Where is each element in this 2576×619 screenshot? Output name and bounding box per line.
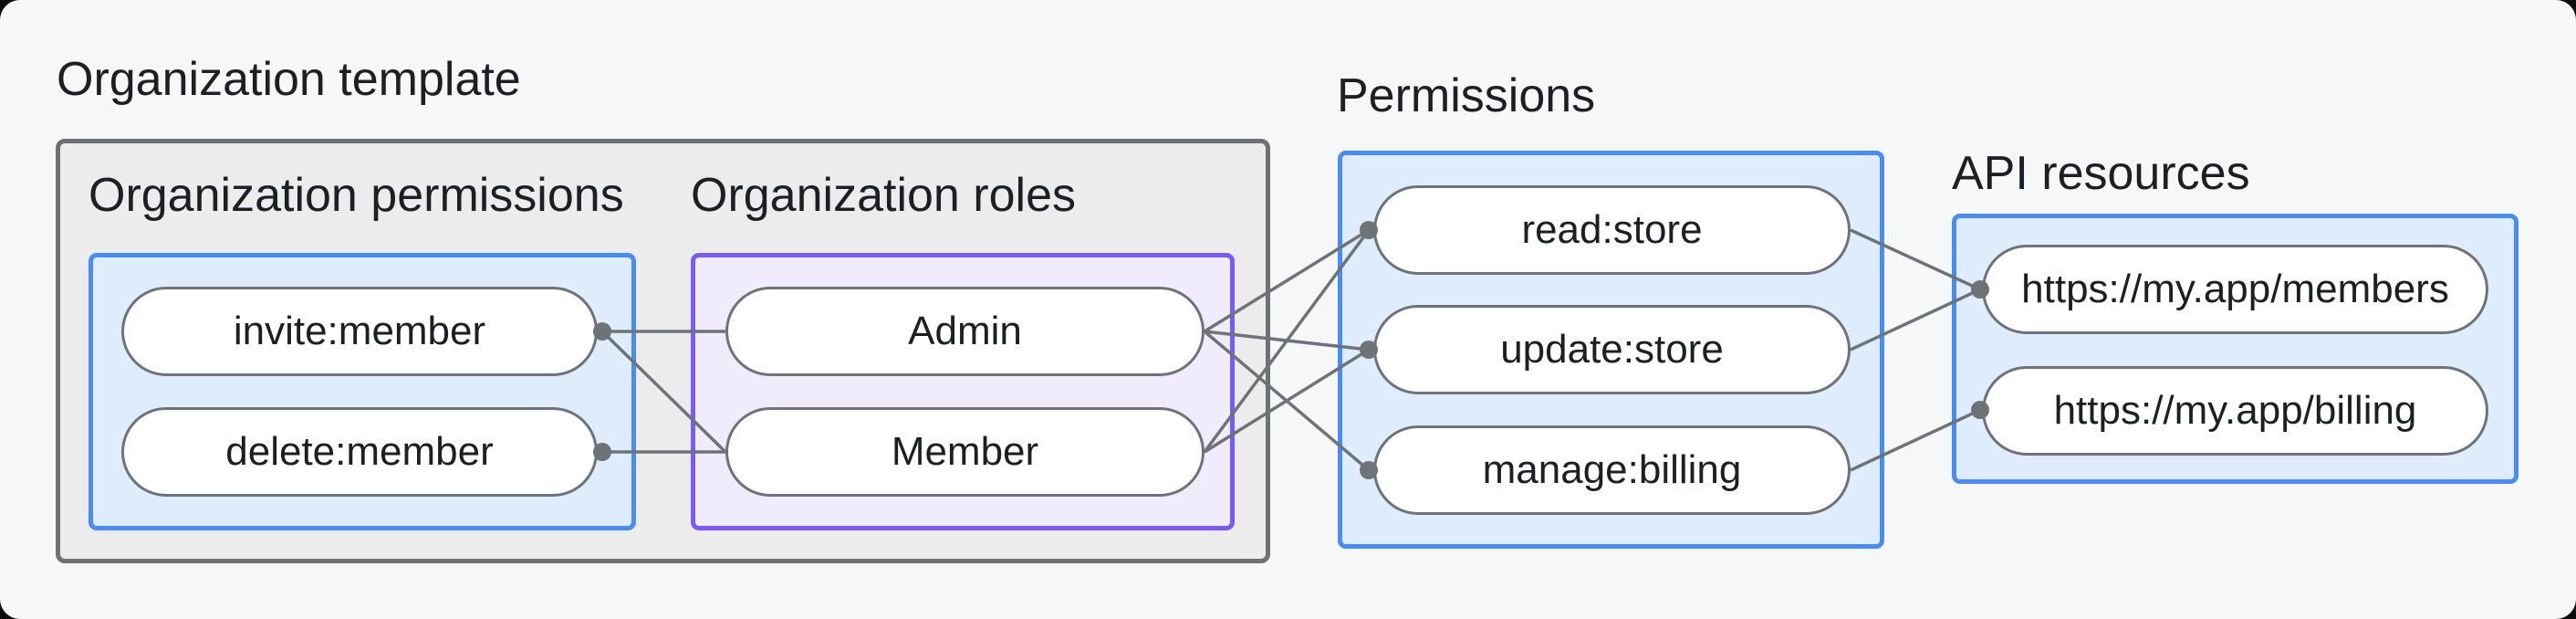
organization-permissions-label: Organization permissions xyxy=(89,169,624,222)
node-member: Member xyxy=(725,407,1205,497)
node-api-billing: https://my.app/billing xyxy=(1982,366,2488,456)
organization-roles-label: Organization roles xyxy=(691,169,1076,222)
node-manage-billing: manage:billing xyxy=(1373,425,1851,515)
node-invite-member: invite:member xyxy=(121,287,598,376)
node-admin: Admin xyxy=(725,287,1205,376)
node-api-members: https://my.app/members xyxy=(1982,245,2488,334)
node-update-store: update:store xyxy=(1373,305,1851,394)
node-delete-member: delete:member xyxy=(121,407,598,497)
api-resources-label: API resources xyxy=(1952,147,2250,200)
permissions-label: Permissions xyxy=(1337,69,1596,122)
organization-template-label: Organization template xyxy=(57,53,521,106)
node-read-store: read:store xyxy=(1373,185,1851,275)
